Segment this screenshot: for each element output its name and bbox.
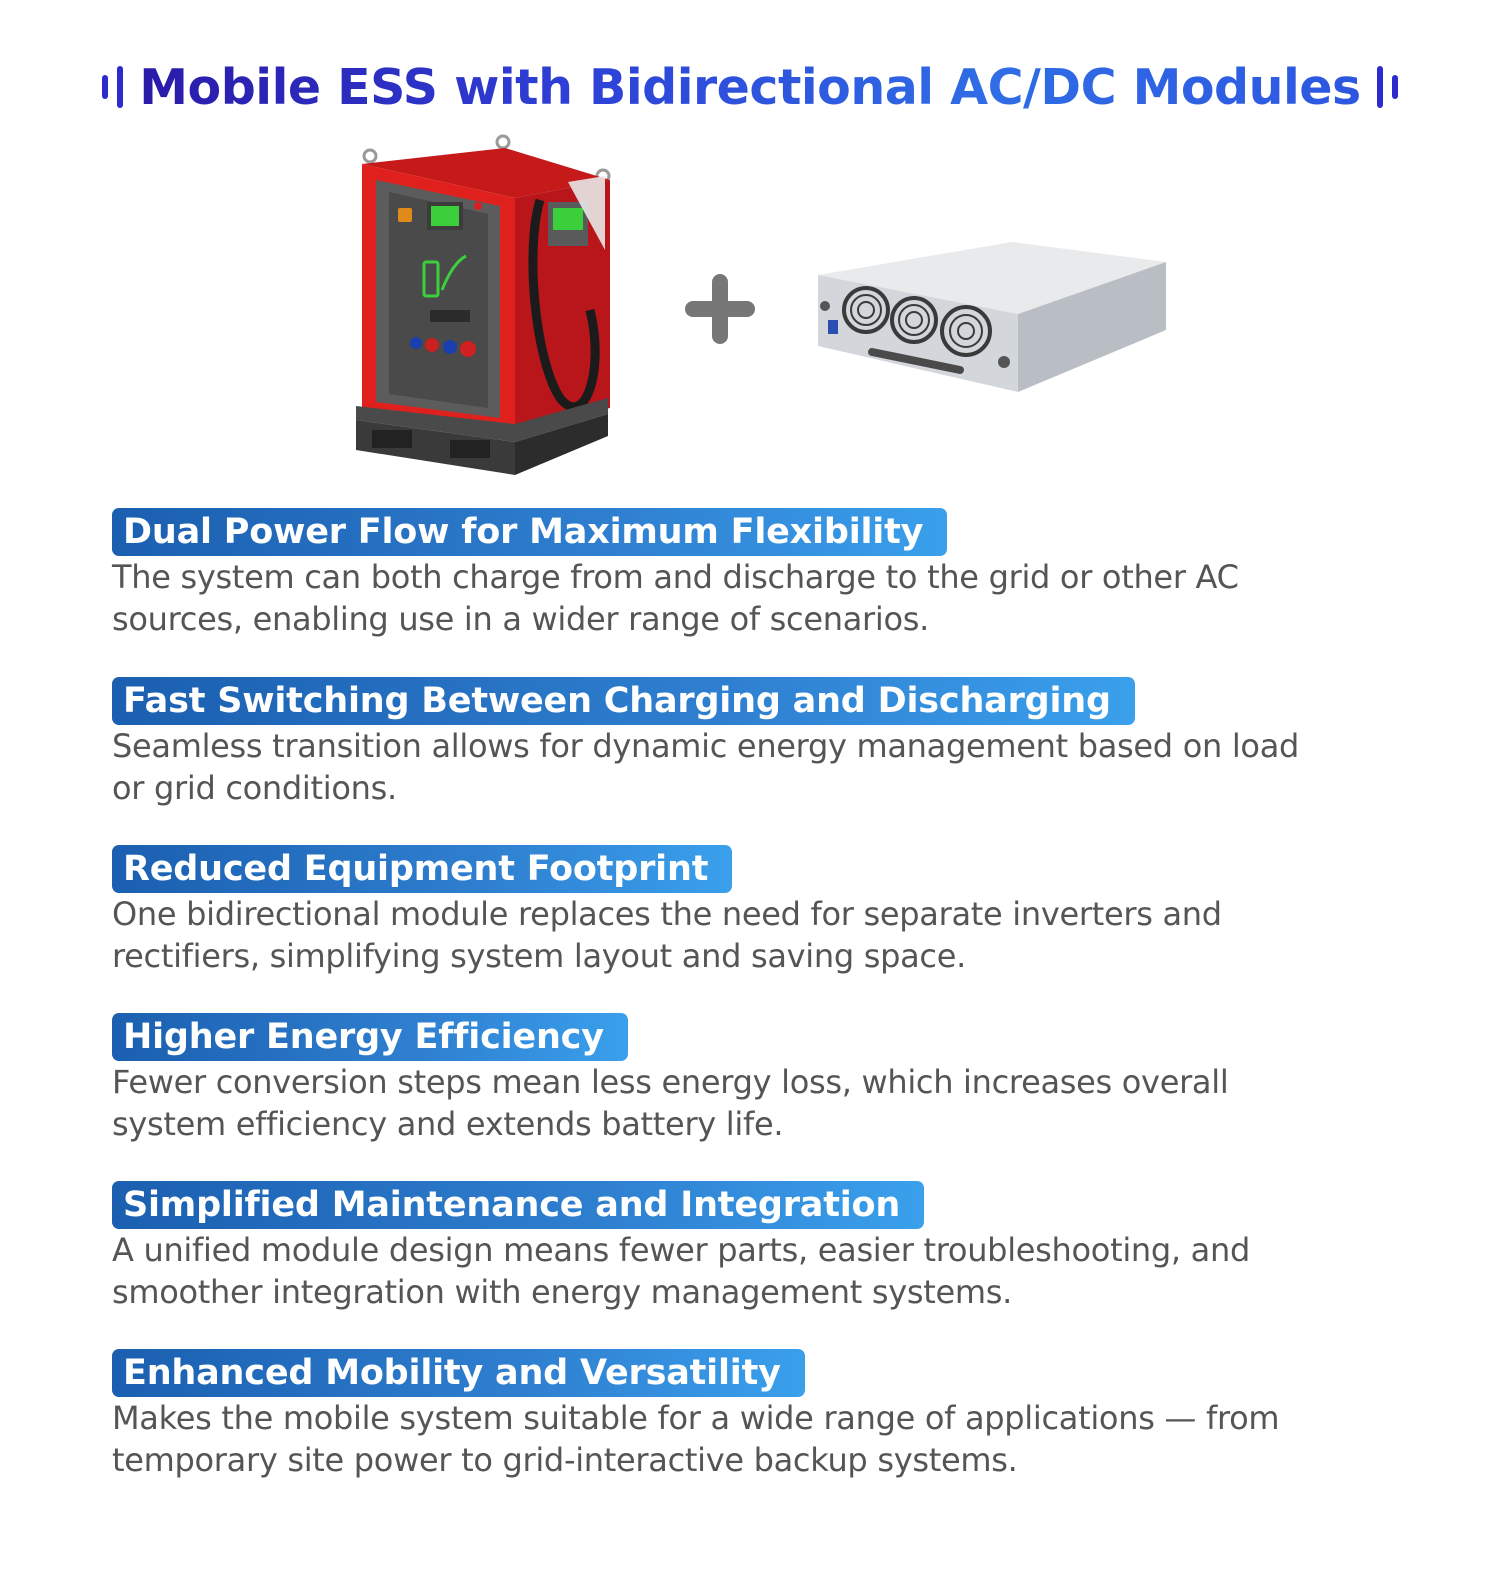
description-line: The system can both charge from and disc… (112, 558, 1239, 596)
bidirectional-acdc-module-image (818, 242, 1166, 392)
feature-description: Makes the mobile system suitable for a w… (112, 1397, 1412, 1481)
feature-description: Fewer conversion steps mean less energy … (112, 1061, 1412, 1145)
description-line: Makes the mobile system suitable for a w… (112, 1399, 1280, 1437)
product-illustration (356, 134, 1166, 475)
feature-heading: Enhanced Mobility and Versatility (112, 1349, 805, 1397)
feature-description: The system can both charge from and disc… (112, 556, 1412, 640)
description-line: temporary site power to grid-interactive… (112, 1441, 1018, 1479)
description-line: One bidirectional module replaces the ne… (112, 895, 1222, 933)
feature-description: One bidirectional module replaces the ne… (112, 893, 1412, 977)
feature-heading: Simplified Maintenance and Integration (112, 1181, 925, 1229)
feature-heading: Higher Energy Efficiency (112, 1013, 628, 1061)
feature-item: Reduced Equipment Footprint One bidirect… (112, 845, 1412, 977)
feature-description: Seamless transition allows for dynamic e… (112, 725, 1412, 809)
feature-heading: Dual Power Flow for Maximum Flexibility (112, 508, 948, 556)
product-images (0, 130, 1500, 490)
bar-tall (117, 66, 124, 108)
description-line: sources, enabling use in a wider range o… (112, 600, 929, 638)
bar-short (1391, 75, 1398, 99)
bar-short (102, 75, 109, 99)
right-bar-decoration (1376, 66, 1398, 108)
mobile-ess-cabinet-image (356, 134, 611, 475)
description-line: Seamless transition allows for dynamic e… (112, 727, 1300, 765)
description-line: smoother integration with energy managem… (112, 1273, 1012, 1311)
description-line: system efficiency and extends battery li… (112, 1105, 784, 1143)
feature-item: Dual Power Flow for Maximum Flexibility … (112, 508, 1412, 640)
description-line: rectifiers, simplifying system layout an… (112, 937, 966, 975)
description-line: or grid conditions. (112, 769, 397, 807)
feature-item: Enhanced Mobility and Versatility Makes … (112, 1349, 1412, 1481)
feature-heading: Reduced Equipment Footprint (112, 845, 733, 893)
feature-item: Higher Energy Efficiency Fewer conversio… (112, 1013, 1412, 1145)
page-title: Mobile ESS with Bidirectional AC/DC Modu… (139, 58, 1361, 116)
description-line: A unified module design means fewer part… (112, 1231, 1250, 1269)
feature-heading: Fast Switching Between Charging and Disc… (112, 677, 1135, 725)
feature-item: Fast Switching Between Charging and Disc… (112, 677, 1412, 809)
description-line: Fewer conversion steps mean less energy … (112, 1063, 1229, 1101)
feature-description: A unified module design means fewer part… (112, 1229, 1412, 1313)
page-header: Mobile ESS with Bidirectional AC/DC Modu… (0, 52, 1500, 122)
left-bar-decoration (102, 66, 124, 108)
feature-item: Simplified Maintenance and Integration A… (112, 1181, 1412, 1313)
bar-tall (1376, 66, 1383, 108)
plus-icon (685, 274, 755, 344)
